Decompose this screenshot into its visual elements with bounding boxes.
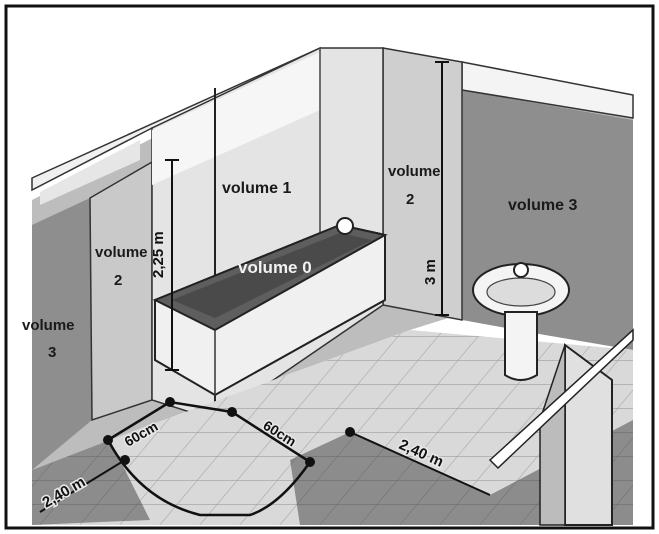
volume-1-light-top bbox=[152, 52, 320, 185]
label-volume-0: volume 0 bbox=[238, 258, 312, 277]
label-volume-1: volume 1 bbox=[222, 180, 291, 197]
dim-dot bbox=[227, 407, 237, 417]
front-left-dim-line bbox=[107, 401, 171, 441]
dim-dot bbox=[120, 455, 130, 465]
label-height-bath: 2,25 m bbox=[150, 231, 167, 278]
floor-tiles bbox=[32, 330, 633, 525]
front-right-dim-line bbox=[231, 411, 311, 463]
dist-left-dim-line bbox=[39, 459, 126, 513]
wall-cutaway-edge bbox=[488, 328, 634, 470]
volume-2-left-panel bbox=[89, 160, 153, 422]
label-volume-3-left-number: 3 bbox=[48, 344, 56, 361]
door-frame bbox=[539, 344, 566, 526]
zone-floor-outline bbox=[106, 400, 312, 517]
dim-dot bbox=[345, 427, 355, 437]
label-volume-2-right-number: 2 bbox=[406, 191, 414, 208]
dist-right-dim-line bbox=[349, 431, 491, 496]
dim-dot bbox=[305, 457, 315, 467]
sink-pedestal bbox=[504, 311, 538, 381]
sink-tap-icon bbox=[513, 262, 529, 278]
dim-dot bbox=[165, 397, 175, 407]
bath-tap-icon bbox=[336, 217, 354, 235]
label-volume-3-right: volume 3 bbox=[508, 197, 577, 214]
label-volume-2-left-word: volume bbox=[95, 244, 148, 261]
left-wall-volume-3 bbox=[32, 198, 92, 470]
label-volume-2-left-number: 2 bbox=[114, 272, 122, 289]
bathtub-inner bbox=[172, 233, 372, 318]
sink-bowl bbox=[486, 277, 556, 307]
label-height-wall: 3 m bbox=[422, 259, 439, 285]
label-volume-3-left-word: volume bbox=[22, 317, 75, 334]
left-wall-strip bbox=[40, 140, 140, 205]
dim-dot bbox=[103, 435, 113, 445]
label-volume-2-right-word: volume bbox=[388, 163, 441, 180]
